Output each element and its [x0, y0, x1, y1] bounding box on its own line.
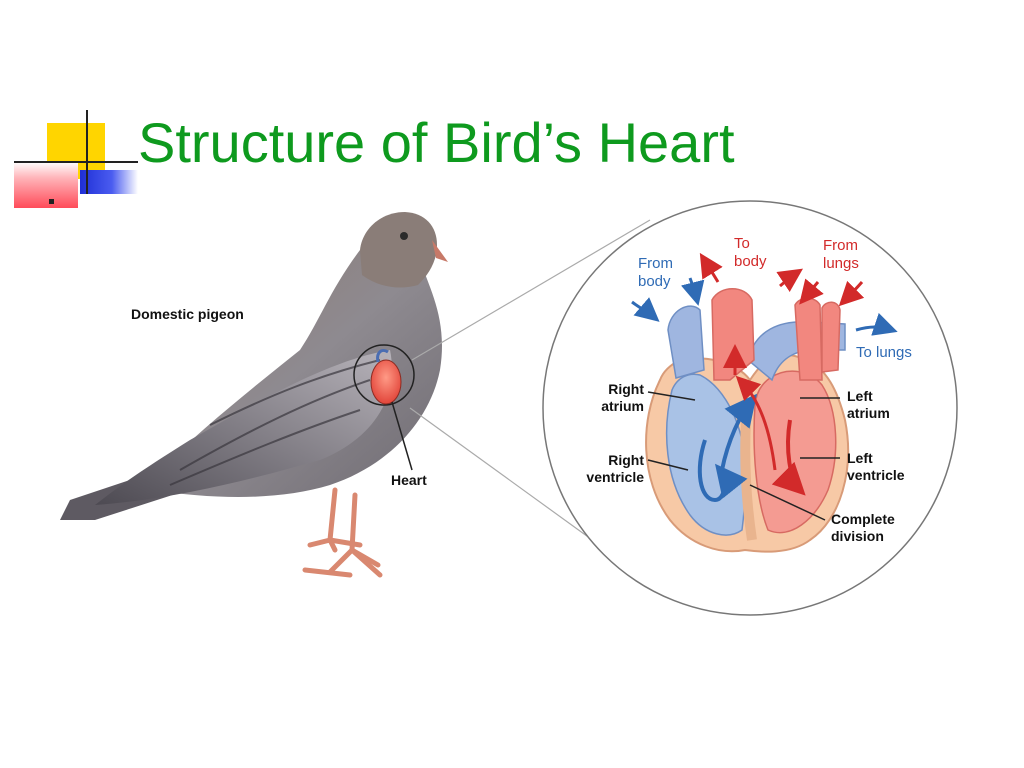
label-left-atrium: Left atrium [847, 388, 890, 421]
label-right-atrium: Right atrium [601, 381, 644, 414]
pigeon-head [360, 212, 437, 288]
label-left-ventricle: Left ventricle [847, 450, 905, 483]
heart-location-circle [353, 344, 415, 406]
label-to-lungs: To lungs [856, 344, 912, 361]
to-lungs-arrow [855, 312, 898, 336]
label-leader-lines [647, 391, 840, 521]
label-from-lungs: From lungs [823, 237, 859, 272]
right-flow-arrow [697, 439, 748, 503]
from-body-arrow-2 [680, 277, 705, 306]
label-from-body: From body [638, 255, 673, 290]
pigeon-beak [432, 240, 448, 262]
zoom-connector-bottom [409, 407, 621, 561]
heart-leader-line [391, 401, 413, 471]
page-title: Structure of Bird’s Heart [138, 111, 735, 174]
label-right-ventricle: Right ventricle [586, 452, 644, 485]
from-lungs-arrow-1 [799, 278, 824, 305]
pigeon-wing [95, 350, 392, 505]
label-domestic-pigeon: Domestic pigeon [131, 306, 244, 322]
zoom-connector-top [411, 219, 651, 361]
deco-bullet-dot [49, 199, 54, 204]
label-complete-division: Complete division [831, 511, 895, 544]
label-to-body: To body [734, 235, 767, 270]
pigeon-drawing [60, 212, 448, 578]
right-flow-arrow-up [720, 393, 757, 471]
left-flow-arrow [771, 419, 806, 496]
vena-cava [667, 305, 705, 379]
pulmonary-veins [794, 297, 823, 381]
deco-red-square [14, 162, 78, 208]
label-heart: Heart [391, 472, 427, 488]
from-body-arrow-1 [631, 297, 660, 322]
left-flow-arrow-up [735, 375, 777, 471]
deco-blue-square [80, 170, 138, 194]
from-lungs-arrow-2 [838, 280, 865, 307]
pigeon-eye [400, 232, 408, 240]
small-heart-icon [370, 359, 402, 405]
deco-vertical-line [86, 110, 88, 194]
to-body-arrow-1 [699, 252, 723, 283]
pigeon-legs [302, 487, 383, 578]
to-body-arrow-2 [776, 268, 803, 292]
deco-horizontal-line [14, 161, 138, 163]
heart-cross-section [645, 288, 849, 553]
